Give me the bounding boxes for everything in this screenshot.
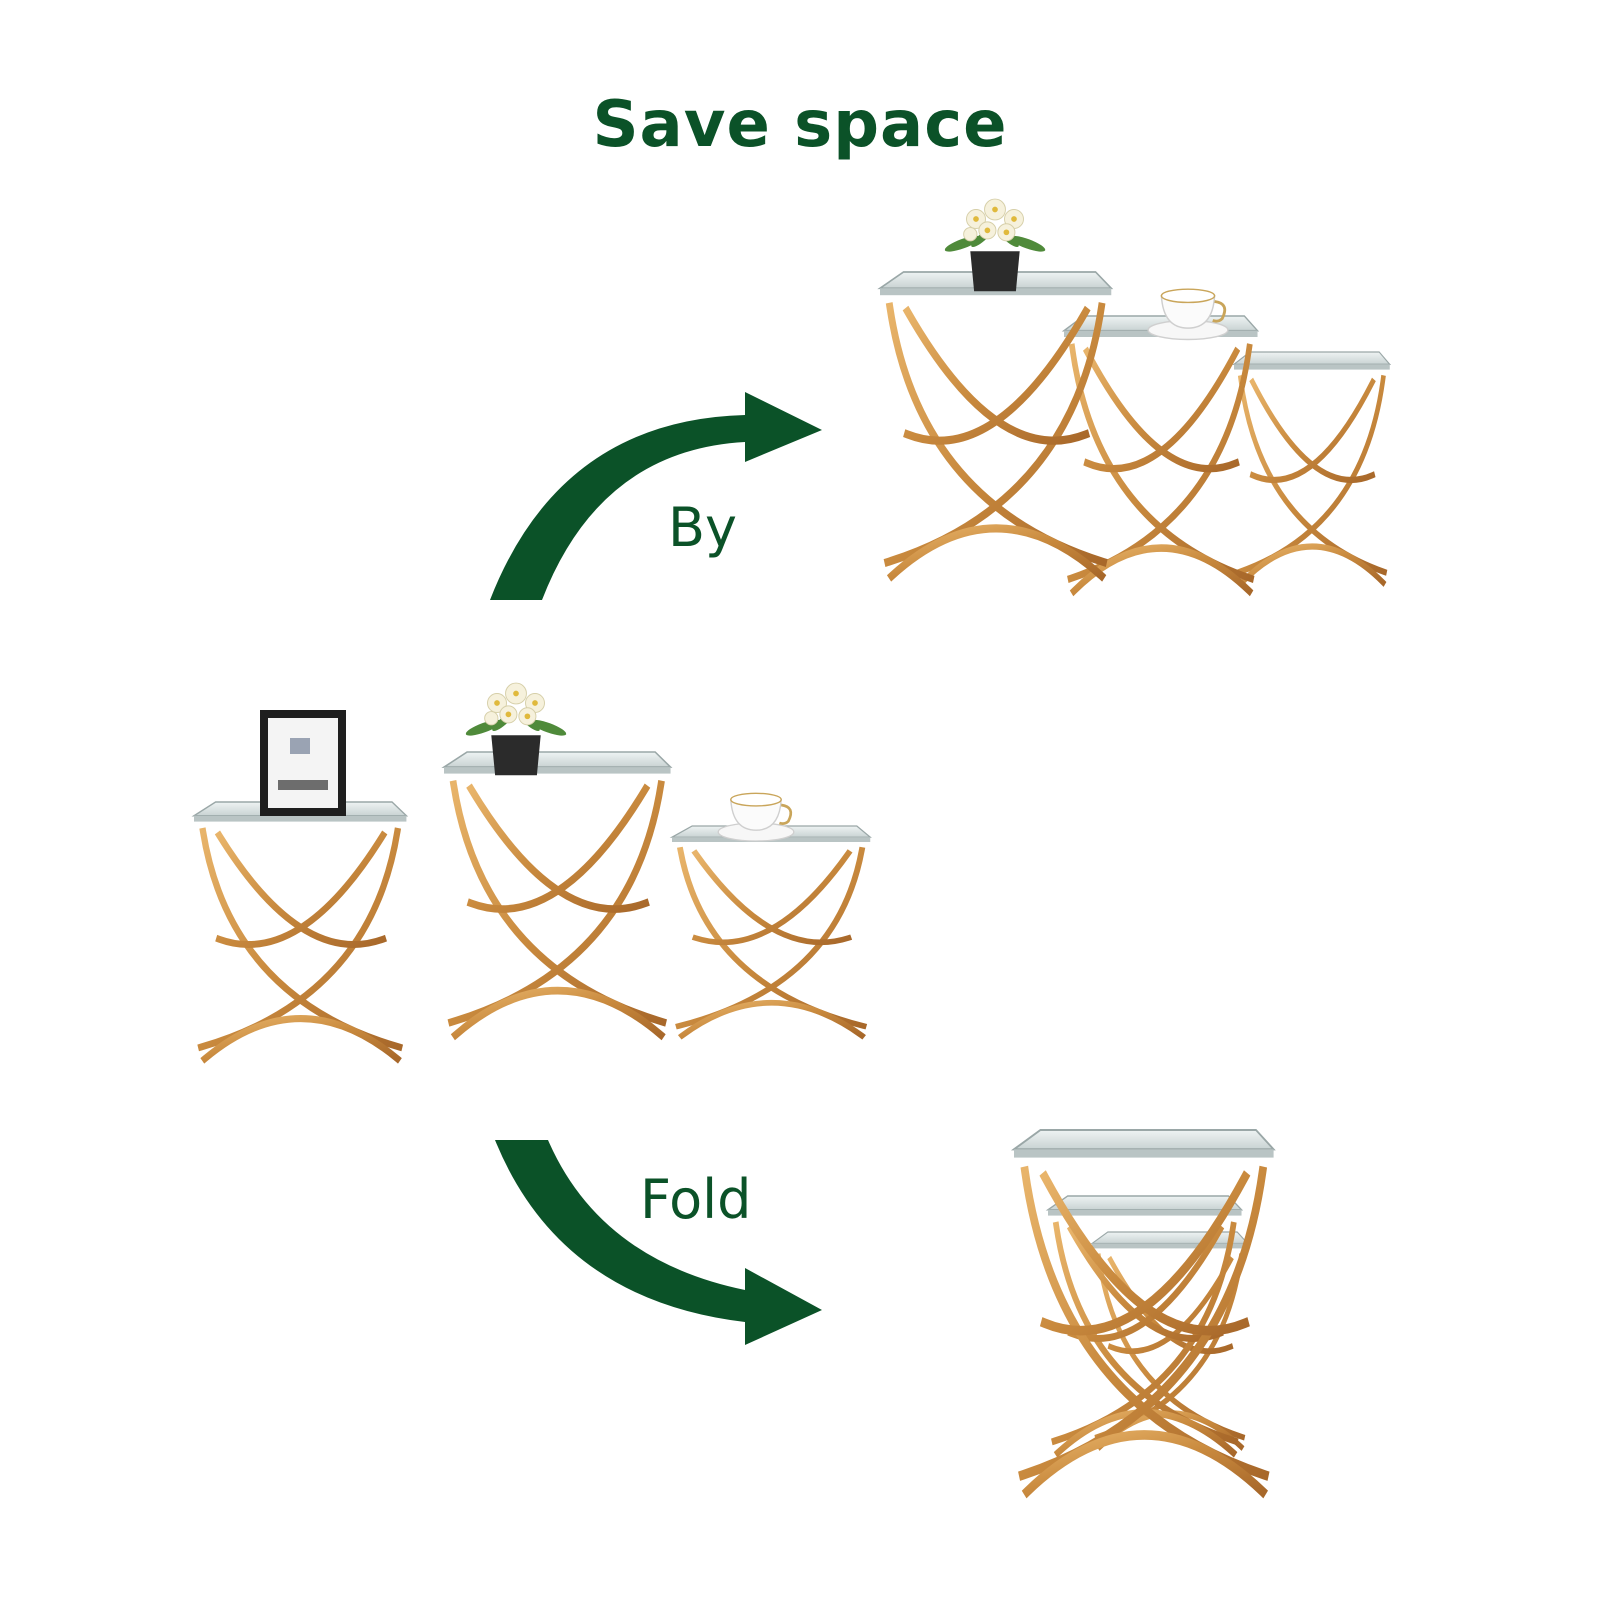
by-label: By	[668, 496, 738, 559]
fold-label: Fold	[640, 1168, 752, 1231]
arrow-curve-up-icon	[490, 392, 822, 600]
arrow-curve-down-icon	[495, 1140, 822, 1345]
tables-separated	[194, 682, 870, 1067]
page-title: Save space	[592, 88, 1008, 162]
tables-side-by-side	[880, 198, 1390, 599]
photo-frame	[260, 710, 346, 816]
tables-nested	[1014, 1130, 1274, 1503]
